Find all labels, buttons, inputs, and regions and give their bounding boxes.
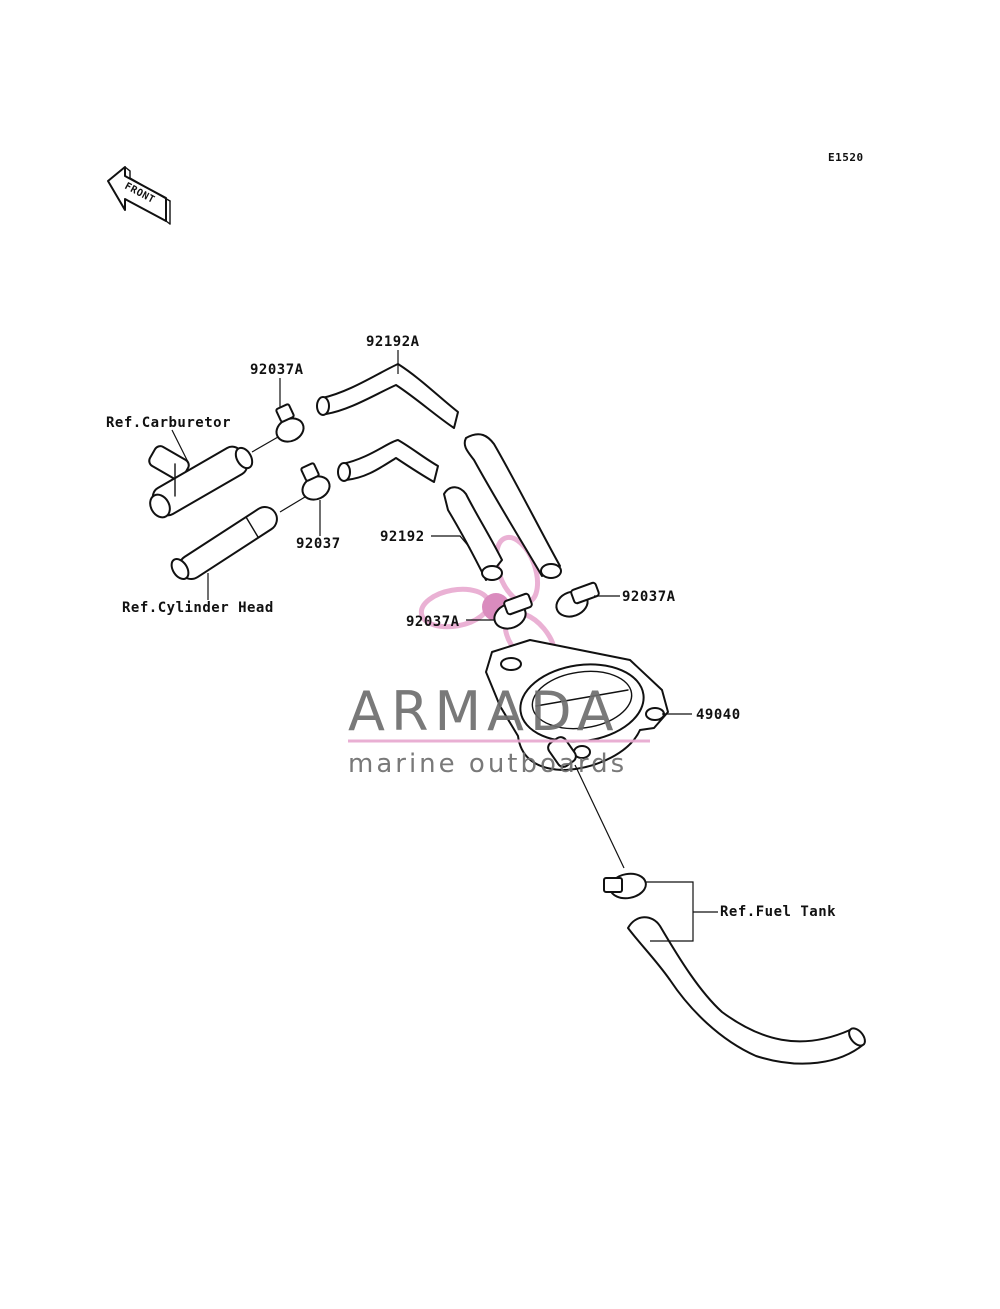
leader-92192: [431, 535, 471, 549]
hose-fuel-tank: [627, 916, 866, 1065]
label-92037: 92037: [296, 536, 341, 552]
cylinder-head-fitting: [170, 506, 278, 580]
clamp-lower-left: [300, 462, 331, 501]
fuel-pump-49040: [485, 639, 669, 771]
carburetor-fitting: [148, 445, 254, 519]
label-49040: 49040: [696, 707, 741, 723]
label-92037a-center: 92037A: [406, 614, 460, 630]
clamp-center: [493, 592, 533, 630]
front-arrow-icon: FRONT: [107, 166, 171, 225]
label-92037a-right: 92037A: [622, 589, 676, 605]
watermark-brand: ARMADA: [348, 680, 620, 743]
diagram-code: E1520: [828, 151, 864, 164]
clamp-fuel-tank: [603, 872, 647, 900]
ref-carburetor-label: Ref.Carburetor: [106, 415, 231, 431]
ref-cylinder-head-label: Ref.Cylinder Head: [122, 600, 274, 616]
label-92192: 92192: [380, 529, 425, 545]
hose-lower-92192: [337, 439, 503, 581]
clamp-upper-left: [275, 403, 305, 443]
watermark: ARMADA marine outboards: [348, 680, 650, 779]
leader-carburetor: [171, 429, 189, 463]
clamp-right: [555, 581, 600, 618]
label-92037a-upper: 92037A: [250, 362, 304, 378]
ref-fuel-tank-label: Ref.Fuel Tank: [720, 904, 836, 920]
label-92192a: 92192A: [366, 334, 420, 350]
hose-upper-92192a: [316, 363, 562, 579]
watermark-tagline: marine outboards: [348, 749, 627, 779]
